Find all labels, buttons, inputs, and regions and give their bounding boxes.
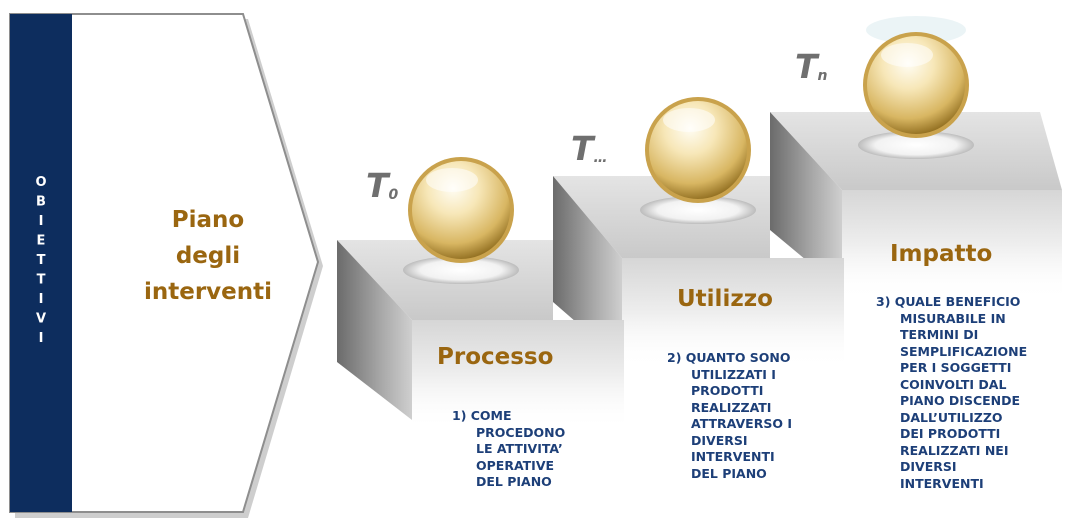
stage-title-utilizzo: Utilizzo xyxy=(677,286,773,312)
objectives-letter: V xyxy=(36,312,46,327)
stage-desc-processo: 1) COME PROCEDONO LE ATTIVITA’ OPERATIVE… xyxy=(452,408,565,491)
desc-line: REALIZZATI NEI xyxy=(900,442,1009,458)
desc-line: 3) QUALE BENEFICIO xyxy=(876,294,1021,309)
desc-line: 2) QUANTO SONO xyxy=(667,350,791,365)
desc-line: INTERVENTI xyxy=(691,449,775,464)
plan-title: Piano degli interventi xyxy=(108,202,308,310)
desc-line: PIANO DISCENDE xyxy=(900,393,1021,408)
milestone-ball-t0 xyxy=(403,157,519,284)
stage-title-impatto: Impatto xyxy=(890,241,993,267)
desc-line: 1) COME xyxy=(452,408,512,423)
stage-desc-utilizzo: 2) QUANTO SONO UTILIZZATI I PRODOTTI REA… xyxy=(667,350,792,482)
objectives-letter: B xyxy=(36,195,46,210)
time-label-t0: T0 xyxy=(366,166,399,205)
desc-line: DIVERSI xyxy=(900,459,957,474)
desc-line: TERMINI DI xyxy=(900,327,979,342)
plan-title-line-2: degli xyxy=(175,243,241,269)
desc-line: COINVOLTI DAL xyxy=(900,376,1007,392)
milestone-ball-tmid xyxy=(640,97,756,224)
step-impatto xyxy=(770,112,1062,300)
desc-line: DEI PRODOTTI xyxy=(900,426,1001,441)
objectives-letter: I xyxy=(39,214,44,229)
desc-line: PRODOTTI xyxy=(691,383,764,398)
desc-line: DEL PIANO xyxy=(691,465,767,481)
desc-line: UTILIZZATI I xyxy=(691,366,776,382)
desc-line: ATTRAVERSO I xyxy=(691,416,792,431)
objectives-letter: T xyxy=(37,253,46,268)
milestone-ball-tn xyxy=(858,16,974,159)
objectives-letter: T xyxy=(37,273,46,288)
stage-desc-impatto: 3) QUALE BENEFICIO MISURABILE IN TERMINI… xyxy=(876,294,1027,492)
objectives-letter: I xyxy=(39,292,44,307)
desc-line: PER I SOGGETTI xyxy=(900,360,1012,375)
objectives-letter: I xyxy=(39,331,44,346)
desc-line: MISURABILE IN xyxy=(900,310,1006,326)
plan-title-line-1: Piano xyxy=(171,207,245,233)
objectives-sidebar xyxy=(10,14,72,512)
desc-line: DEL PIANO xyxy=(476,474,552,489)
desc-line: SEMPLIFICAZIONE xyxy=(900,343,1028,359)
objectives-letter: E xyxy=(37,234,46,249)
time-label-tn: Tn xyxy=(795,47,828,86)
plan-title-line-3: interventi xyxy=(143,279,273,305)
objectives-chevron xyxy=(9,13,323,518)
desc-line: LE ATTIVITA’ xyxy=(476,441,563,456)
desc-line: DALL’UTILIZZO xyxy=(900,409,1003,425)
desc-line: REALIZZATI xyxy=(691,399,772,415)
time-label-tmid: T… xyxy=(571,129,608,168)
desc-line: DIVERSI xyxy=(691,432,748,448)
objectives-letter: O xyxy=(35,175,46,190)
desc-line: PROCEDONO xyxy=(476,424,566,440)
stage-title-processo: Processo xyxy=(437,344,554,370)
desc-line: OPERATIVE xyxy=(476,457,555,473)
desc-line: INTERVENTI xyxy=(900,475,984,491)
